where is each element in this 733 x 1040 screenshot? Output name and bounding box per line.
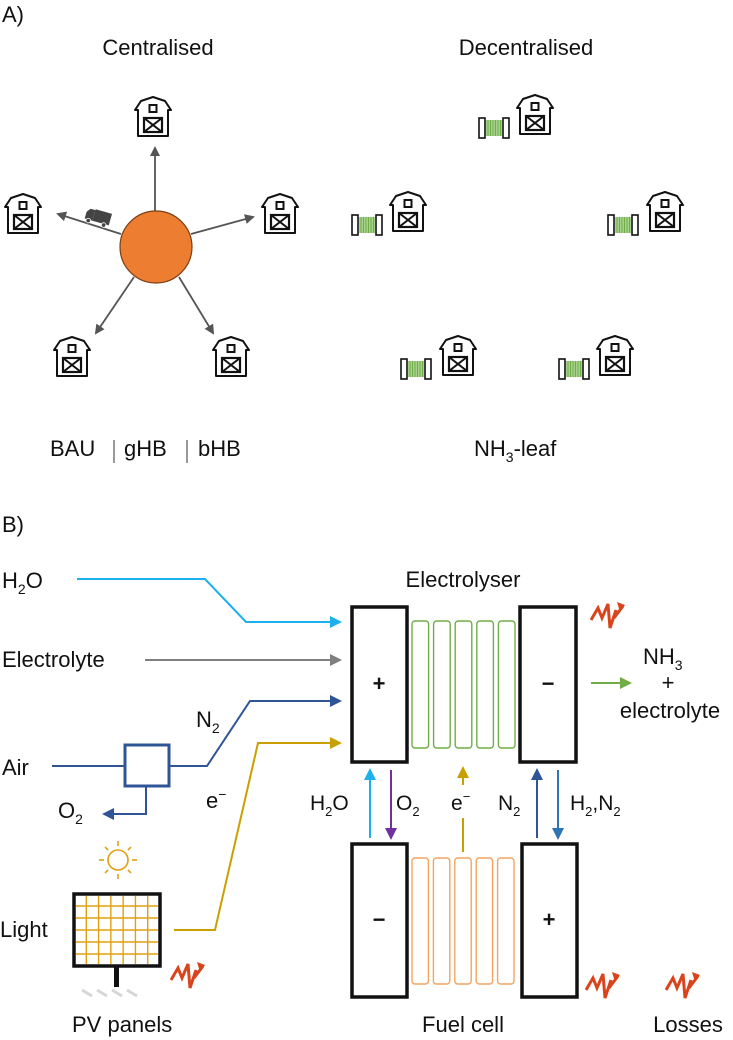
air-input-label: Air	[2, 755, 29, 780]
air-separator-unit	[123, 743, 171, 788]
electrolyser-title: Electrolyser	[406, 567, 521, 592]
fuel-cell-cells	[411, 857, 515, 985]
cell-membrane	[432, 857, 451, 985]
cell-membrane	[475, 857, 494, 985]
truck-icon	[84, 208, 113, 228]
pv-losses-icon	[170, 960, 206, 990]
nh3-leaf-device-icon	[400, 358, 432, 380]
output-plus: +	[662, 670, 675, 695]
decentralised-farm	[400, 335, 478, 380]
centralised-title: Centralised	[102, 35, 213, 60]
farm-icon	[595, 335, 635, 377]
farm-icon	[515, 94, 555, 136]
h2o-exchange-label: H2O	[310, 792, 349, 819]
decentralised-farm	[558, 335, 635, 380]
cell-membrane	[454, 857, 472, 985]
arrow-to-farm-bottom-right	[178, 276, 215, 335]
farm-icon	[52, 336, 92, 378]
nh3-leaf-device-icon	[351, 214, 383, 236]
light-input-label: Light	[0, 917, 48, 942]
nh3-leaf-device-icon	[558, 358, 590, 380]
sun-icon	[99, 841, 137, 879]
cell-membrane	[476, 620, 495, 749]
farm-icon	[645, 191, 685, 233]
electrolyser-losses-icon	[590, 600, 626, 630]
h2o-input-label: H2O	[2, 568, 43, 597]
decentralised-caption: NH3-leaf	[474, 436, 557, 465]
farm-icon	[388, 191, 428, 233]
electrolyser-cells	[411, 620, 516, 749]
farm-icon	[133, 96, 173, 138]
fuel-cell-anode-sign: −	[373, 907, 386, 932]
electrolyte-input-label: Electrolyte	[2, 647, 105, 672]
nh3-leaf-device-icon	[607, 214, 639, 236]
decentralised-farm	[351, 191, 428, 236]
nh3-leaf-device-icon	[478, 117, 510, 139]
cell-membrane	[432, 620, 451, 749]
panel-b-label: B)	[2, 512, 24, 537]
h2-n2-exchange-label: H2,N2	[570, 792, 621, 819]
fuel-cell-title: Fuel cell	[422, 1012, 504, 1037]
electrolyser-anode-sign: +	[373, 671, 386, 696]
electrolyser-cathode-sign: −	[542, 671, 555, 696]
fuel-cell-cathode-sign: +	[543, 907, 556, 932]
arrow-to-farm-bottom-left	[94, 276, 135, 335]
cell-membrane	[454, 620, 473, 749]
h2o-flow-arrow	[77, 578, 342, 628]
n2-flow-arrow	[169, 695, 342, 767]
n2-label: N2	[196, 707, 220, 736]
caption-ghb: gHB	[124, 436, 167, 461]
pv-panel-icon	[72, 892, 162, 998]
o2-vent-arrow	[102, 786, 147, 820]
cell-membrane	[497, 620, 516, 749]
central-production-hub	[119, 210, 193, 284]
electron-flow-arrow	[174, 737, 342, 931]
farm-icon	[438, 335, 478, 377]
farm-icon	[211, 336, 251, 378]
farm-icon	[3, 193, 43, 235]
fuel-cell-anode	[350, 842, 409, 999]
centralised-caption: BAU gHB bHB	[50, 436, 241, 463]
o2-output-label: O2	[58, 798, 83, 827]
n2-exchange-label: N2	[498, 792, 520, 819]
fuel-cell-losses-icon	[585, 970, 621, 1000]
cell-membrane	[411, 857, 430, 985]
decentralised-farm	[607, 191, 685, 236]
losses-legend-label: Losses	[653, 1012, 723, 1037]
electron-exchange-label: e−	[451, 789, 470, 815]
farm-icon	[260, 193, 300, 235]
nh3-output-label: NH3	[643, 644, 683, 673]
electrolyser-cathode	[518, 605, 578, 764]
cell-membrane	[496, 857, 515, 985]
electrolyte-output-label: electrolyte	[620, 698, 720, 723]
caption-bhb: bHB	[198, 436, 241, 461]
caption-bau: BAU	[50, 436, 95, 461]
electron-label: e−	[206, 786, 226, 813]
o2-exchange-label: O2	[396, 792, 420, 819]
pv-panels-label: PV panels	[72, 1012, 172, 1037]
arrow-to-farm-left	[56, 211, 122, 235]
fuel-cell-cathode	[520, 842, 579, 999]
distribution-arrows	[56, 146, 255, 335]
panel-a-label: A)	[2, 2, 24, 27]
decentralised-farm	[478, 94, 555, 139]
cell-membrane	[411, 620, 430, 749]
decentralised-title: Decentralised	[459, 35, 594, 60]
electrolyser-anode	[350, 605, 409, 764]
losses-legend-icon	[665, 970, 701, 1000]
arrow-to-farm-right	[190, 214, 255, 235]
